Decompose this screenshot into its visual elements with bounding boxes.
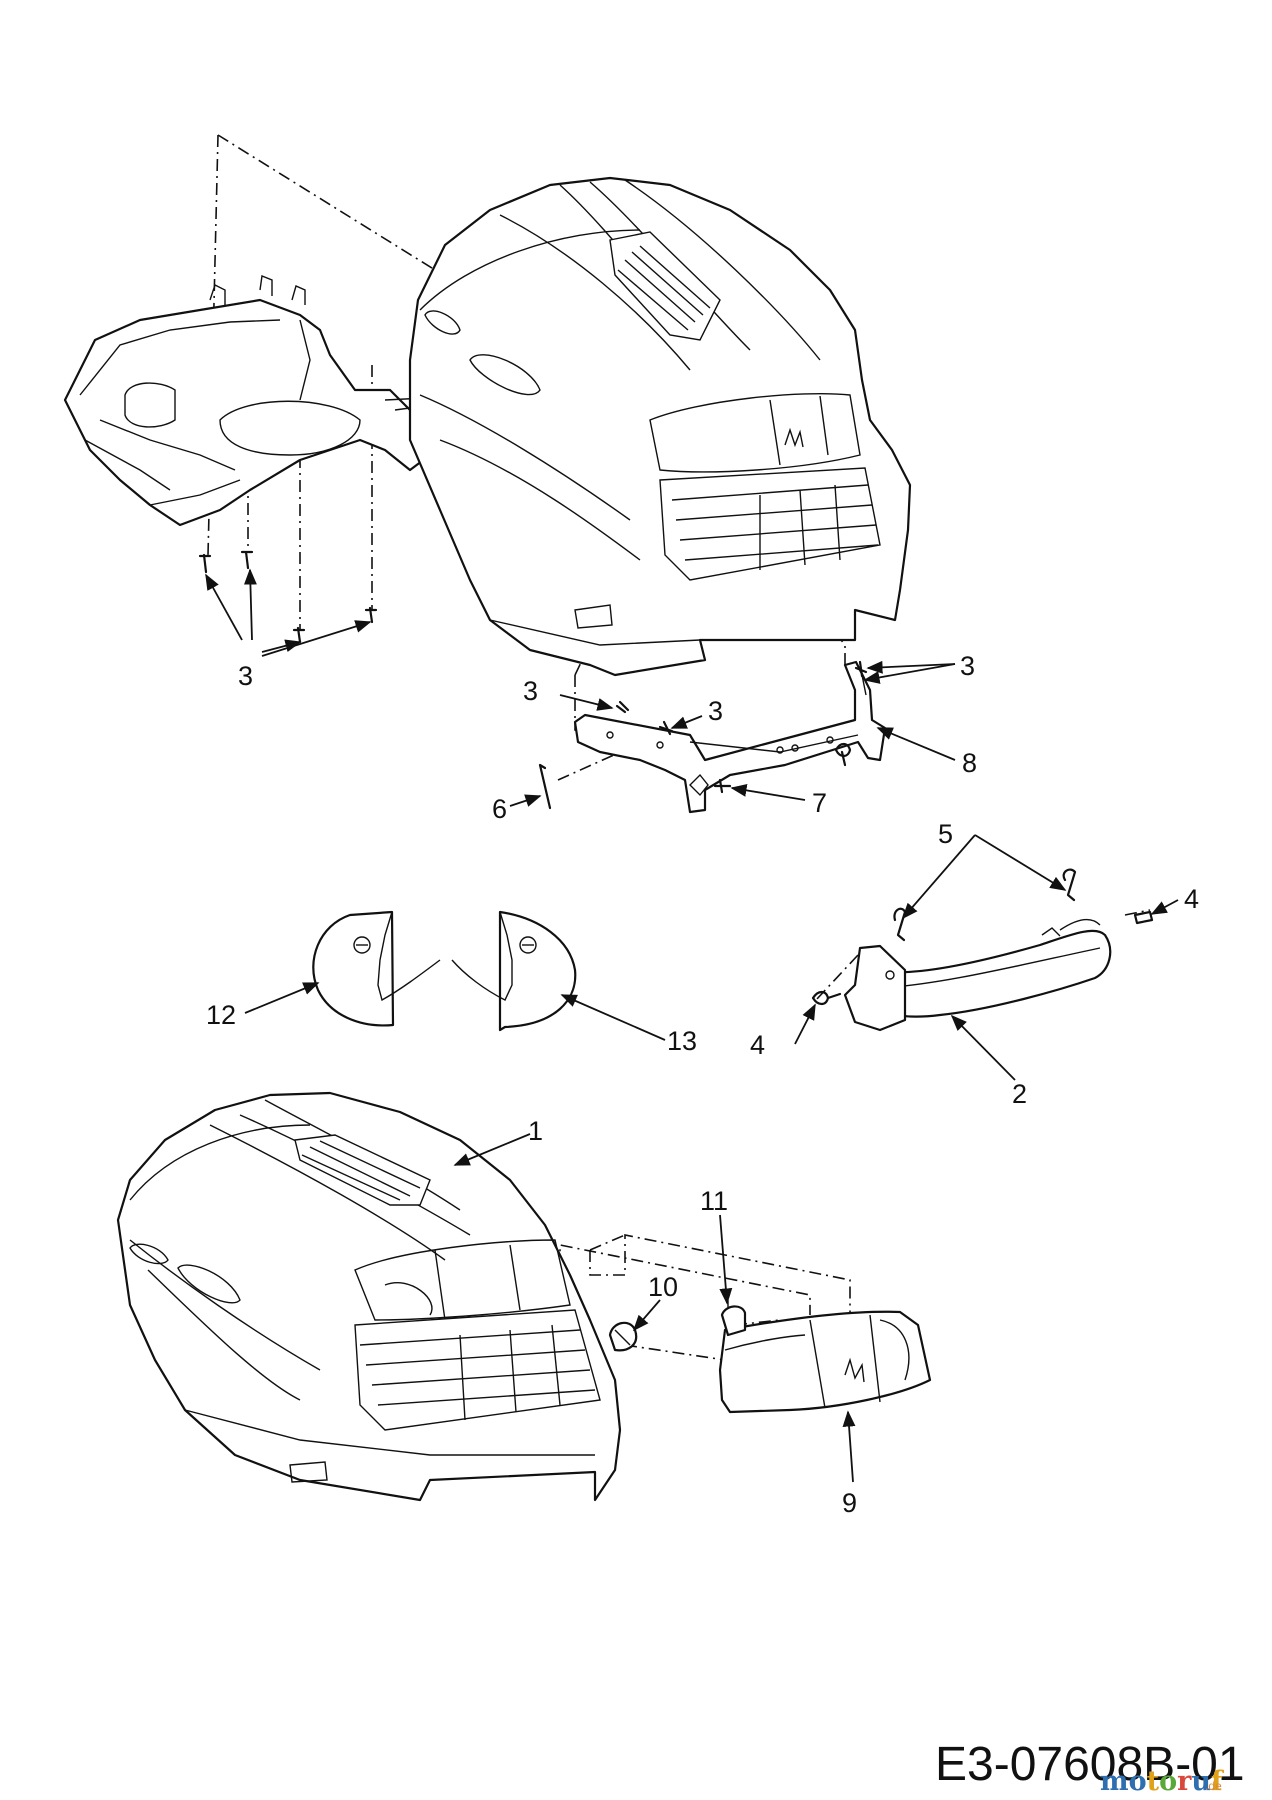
callout-5: 5	[938, 819, 953, 849]
callout-3: 3	[960, 651, 975, 681]
callout-12: 12	[206, 1000, 236, 1030]
decal-left	[312, 910, 441, 1027]
callout-6: 6	[492, 794, 507, 824]
callout-3: 3	[708, 696, 723, 726]
callout-9: 9	[842, 1488, 857, 1518]
watermark-logo: motoruf .de	[1100, 1766, 1225, 1797]
callout-4: 4	[750, 1030, 765, 1060]
callout-10: 10	[648, 1272, 678, 1302]
hood-bottom	[116, 1091, 622, 1502]
front-bumper	[811, 868, 1154, 1032]
callout-7: 7	[812, 788, 827, 818]
drawing-code: E3-07608B-01	[935, 1738, 1245, 1791]
callout-11: 11	[700, 1186, 728, 1216]
hood-top	[408, 176, 912, 677]
callout-13: 13	[667, 1026, 697, 1056]
hood-bracket	[573, 660, 887, 814]
callout-labels: 3 3 3 3 6 7 8 5 4 4 2 12 13 1 11 10 9	[206, 651, 1199, 1518]
callout-4: 4	[1184, 884, 1199, 914]
callout-3: 3	[238, 661, 253, 691]
svg-text:motoruf: motoruf	[1100, 1766, 1225, 1797]
callout-3: 3	[523, 676, 538, 706]
headlight-lens	[608, 1300, 932, 1414]
svg-text:.de: .de	[1205, 1779, 1222, 1793]
callout-2: 2	[1012, 1079, 1027, 1109]
decal-right	[451, 910, 577, 1032]
callout-8: 8	[962, 748, 977, 778]
leader-lines	[205, 568, 1179, 1483]
callout-1: 1	[528, 1116, 543, 1146]
bracket-hardware	[538, 660, 868, 810]
